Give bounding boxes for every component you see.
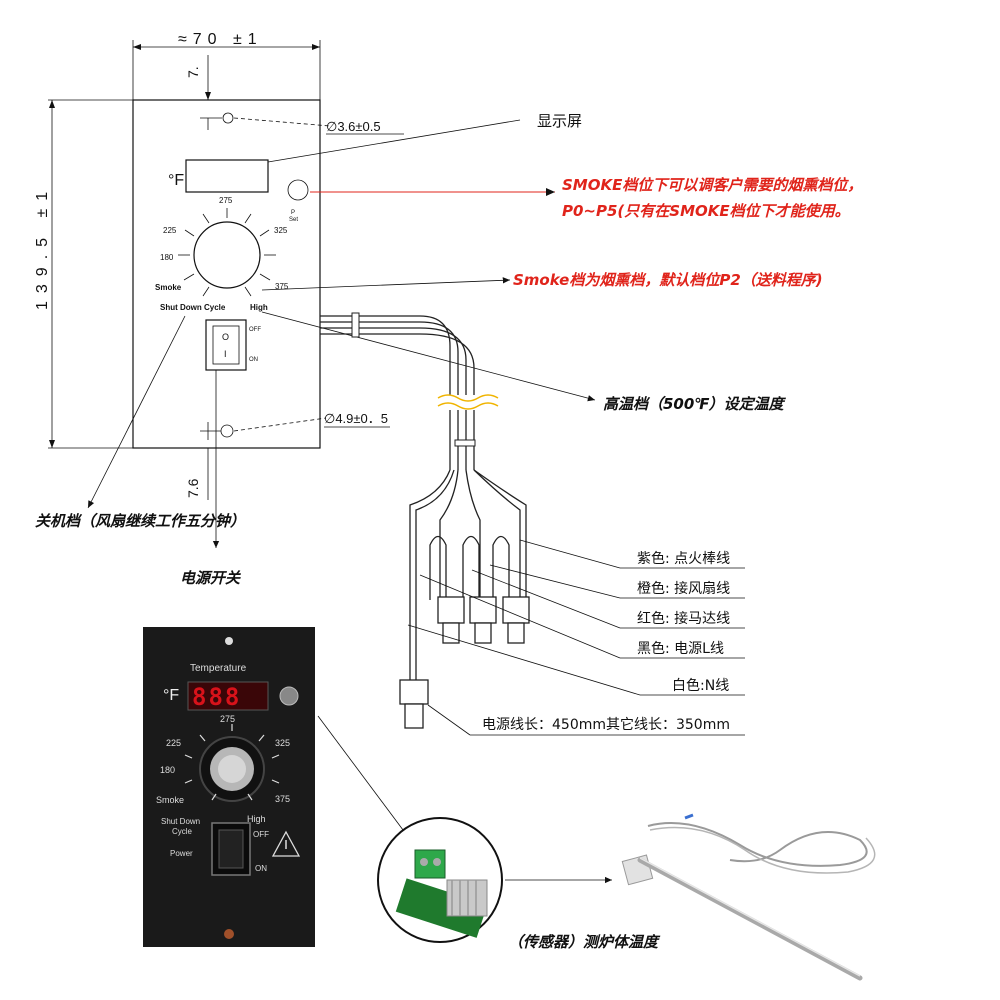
wire-harness (320, 312, 745, 736)
switch-off: OFF (249, 327, 261, 333)
wire-purple: 紫色: 点火棒线 (637, 550, 730, 567)
dim-height: 139.5 ±1 (34, 184, 51, 310)
switch-o: O (222, 332, 229, 342)
photo-high: High (247, 814, 266, 824)
callout-power-switch: 电源开关 (180, 569, 241, 587)
photo-dial-smoke: Smoke (156, 795, 184, 805)
wire-red: 红色: 接马达线 (637, 610, 730, 627)
callout-smoke-default: Smoke档为烟熏档，默认档位P2（送料程序) (513, 271, 823, 289)
switch-outline (205, 319, 247, 371)
photo-off: OFF (253, 830, 269, 839)
hole-bottom-label: ∅4.9±0．5 (324, 411, 388, 426)
switch-i: I (224, 349, 227, 359)
dial-shutdown: Shut Down Cycle (160, 303, 226, 312)
warning-icon (271, 830, 301, 857)
photo-unit: °F (163, 687, 179, 704)
photo-shutdown-2: Cycle (172, 827, 193, 836)
photo-dial-275: 275 (220, 714, 235, 724)
dim-width: ≈70 ±1 (178, 31, 263, 48)
unit-label: °F (168, 172, 184, 189)
wire-black: 黑色: 电源L线 (637, 640, 724, 657)
wire-white: 白色:N线 (672, 677, 729, 694)
dim-bottom-offset: 7.6 (185, 478, 201, 498)
dial-high: High (250, 303, 268, 312)
p-button-label-2: Set (289, 217, 298, 223)
photo-power: Power (170, 849, 193, 858)
dial-325: 325 (274, 226, 288, 235)
dim-top-offset: 7. (185, 66, 201, 78)
p-button-label: P (291, 210, 295, 216)
callout-smoke-note-2: P0~P5(只有在SMOKE档位下才能使用。 (562, 202, 850, 220)
dial-180: 180 (160, 253, 174, 262)
callout-display: 显示屏 (537, 112, 582, 130)
sensor-board-image (377, 817, 503, 943)
photo-dial-325: 325 (275, 738, 290, 748)
wire-lengths: 电源线长：450mm其它线长：350mm (482, 716, 730, 733)
photo-led-digits: 888 (192, 683, 241, 711)
callout-high-temp: 高温档（500℉）设定温度 (603, 395, 787, 413)
display-window (185, 159, 269, 193)
p-button (287, 179, 309, 201)
callout-smoke-note-1: SMOKE档位下可以调客户需要的烟熏档位， (562, 176, 862, 194)
photo-on: ON (255, 864, 267, 873)
photo-dial-375: 375 (275, 794, 290, 804)
switch-on: ON (249, 357, 258, 363)
dial-225: 225 (163, 226, 177, 235)
photo-shutdown-1: Shut Down (161, 817, 200, 826)
callout-sensor: （传感器）测炉体温度 (508, 933, 661, 951)
photo-dial-225: 225 (166, 738, 181, 748)
hole-top-label: ∅3.6±0.5 (326, 119, 381, 134)
dial-smoke: Smoke (155, 283, 182, 292)
dial-knob (193, 221, 261, 289)
panel-drawing: ∅3.6±0.5 °F P Set 275 225 325 180 375 Sm (132, 99, 404, 449)
dial-275: 275 (219, 196, 233, 205)
controller-photo: Temperature °F 888 275 225 325 180 375 S… (143, 627, 315, 947)
callout-leaders (87, 119, 596, 548)
photo-dial-180: 180 (160, 765, 175, 775)
wire-orange: 橙色: 接风扇线 (637, 580, 730, 597)
photo-temperature: Temperature (190, 663, 247, 674)
temperature-probe-image (621, 813, 876, 981)
dimension-lines: ≈70 ±1 139.5 ±1 7. 7.6 (34, 31, 321, 500)
top-hole (222, 112, 234, 124)
dial-375: 375 (275, 282, 289, 291)
callout-shutdown: 关机档（风扇继续工作五分钟） (35, 512, 245, 530)
